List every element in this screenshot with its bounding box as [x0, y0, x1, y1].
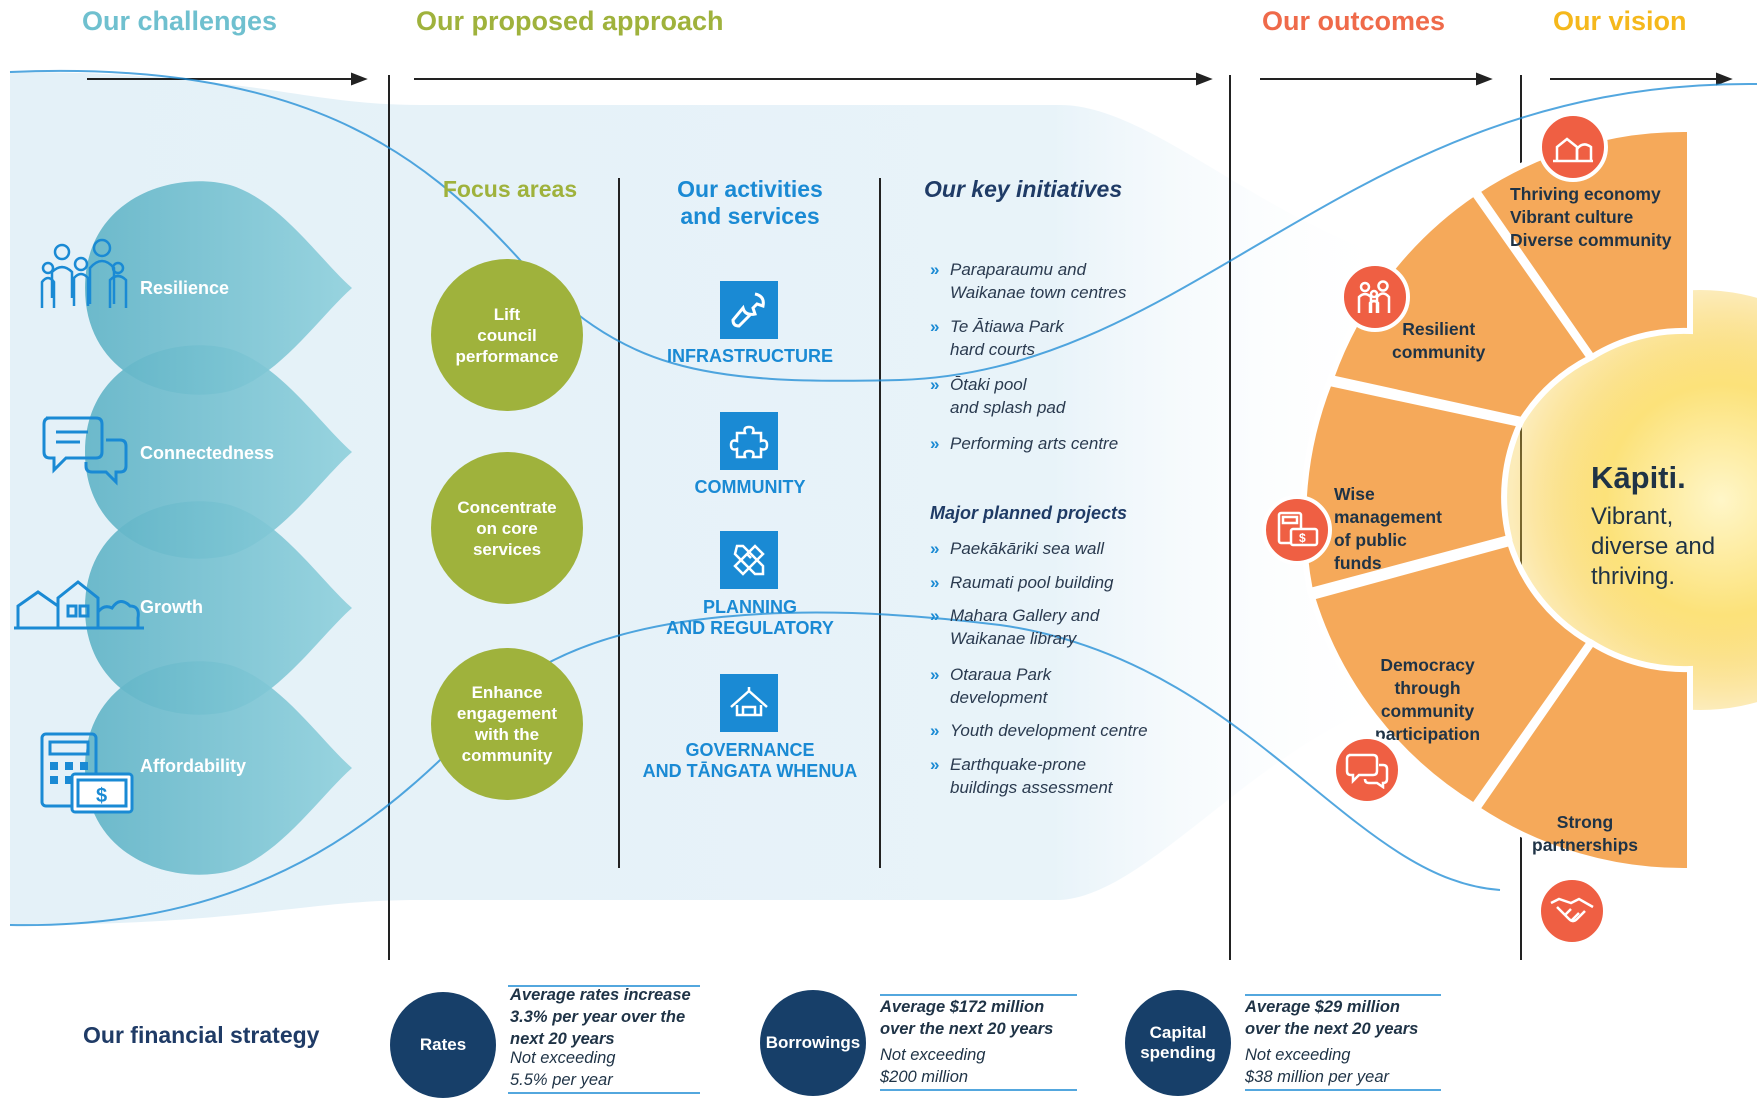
project-text: Earthquake-prone buildings assessment [950, 755, 1113, 797]
rates-badge: Rates [390, 992, 496, 1098]
project-text: Paekākāriki sea wall [950, 539, 1105, 558]
capital-spending-limit: Not exceeding $38 million per year [1245, 1046, 1389, 1086]
vision-title: Kāpiti. [1591, 460, 1686, 495]
header-approach: Our proposed approach [416, 6, 724, 36]
svg-text:$: $ [1299, 531, 1306, 545]
rates-limit: Not exceeding 5.5% per year [510, 1049, 616, 1089]
activity-label-governance: GOVERNANCE AND TĀNGATA WHENUA [642, 740, 858, 781]
financial-strategy-title: Our financial strategy [83, 1022, 320, 1048]
challenge-label-affordability: Affordability [140, 756, 246, 776]
activity-label-infrastructure: INFRASTRUCTURE [667, 346, 833, 366]
wrench-icon [720, 281, 778, 339]
initiative-text: Paraparaumu and Waikanae town centres [950, 260, 1127, 302]
project-text: Mahara Gallery and Waikanae library [950, 606, 1100, 648]
vision-sun [1490, 290, 1757, 710]
header-outcomes: Our outcomes [1262, 6, 1446, 36]
focus-areas-title: Focus areas [442, 176, 578, 202]
initiative-text: Performing arts centre [950, 434, 1119, 453]
focus-area-core-services: Concentrate on core services [431, 452, 583, 604]
header-vision: Our vision [1553, 6, 1687, 36]
handshake-icon [1537, 876, 1607, 946]
houses-icon [12, 576, 146, 632]
speech-bubbles-icon [40, 410, 130, 486]
activities-title: Our activities and services [677, 176, 823, 229]
family-icon [40, 238, 130, 310]
focus-area-label: Lift council performance [455, 304, 559, 366]
activity-label-planning: PLANNING AND REGULATORY [666, 597, 834, 638]
capital-spending-label: Capital spending [1140, 1023, 1216, 1062]
calculator-money-icon: $ [1262, 495, 1332, 565]
outcome-label-partnerships: Strong partnerships [1532, 812, 1638, 855]
major-projects-title: Major planned projects [930, 503, 1128, 523]
rates-label: Rates [419, 1035, 467, 1054]
financial-rules [508, 985, 1441, 1094]
svg-text:$: $ [96, 785, 107, 807]
initiative-text: Ōtaki pool and splash pad [950, 375, 1066, 417]
vision-text: Vibrant, diverse and thriving. [1591, 503, 1716, 590]
outcome-label-democracy: Democracy through community participatio… [1375, 655, 1481, 744]
borrowings-badge: Borrowings [760, 990, 866, 1096]
initiative-text: Te Ātiawa Park hard courts [950, 317, 1064, 359]
header-challenges: Our challenges [82, 6, 278, 36]
flow-lines [9, 70, 1757, 927]
activity-label-community: COMMUNITY [694, 477, 806, 497]
borrowings-label: Borrowings [765, 1033, 861, 1052]
marae-icon [720, 674, 778, 732]
focus-area-label: Concentrate on core services [457, 497, 557, 559]
ruler-pencil-icon [720, 531, 778, 589]
outcome-label-wise-management: Wise management of public funds [1334, 484, 1442, 573]
funnel-band [10, 72, 1400, 925]
capital-spending-badge: Capital spending [1125, 990, 1231, 1096]
project-text: Raumati pool building [950, 573, 1114, 592]
challenge-label-connectedness: Connectedness [140, 443, 275, 463]
speech-bubbles-icon [1332, 735, 1402, 805]
calculator-money-icon: $ [38, 730, 136, 816]
initiatives-title: Our key initiatives [924, 176, 1123, 202]
focus-area-engagement: Enhance engagement with the community [431, 648, 583, 800]
challenge-label-resilience: Resilience [140, 278, 230, 298]
capital-spending-headline: Average $29 million over the next 20 yea… [1245, 998, 1419, 1038]
outcome-label-thriving: Thriving economy Vibrant culture Diverse… [1510, 184, 1672, 250]
focus-area-label: Enhance engagement with the community [456, 683, 558, 765]
project-text: Youth development centre [950, 721, 1148, 740]
focus-area-lift-performance: Lift council performance [431, 259, 583, 411]
challenge-label-growth: Growth [140, 597, 203, 617]
challenge-leaves [85, 181, 352, 875]
puzzle-icon [720, 412, 778, 470]
borrowings-headline: Average $172 million over the next 20 ye… [880, 998, 1054, 1038]
project-text: Otaraua Park development [950, 665, 1052, 707]
header-arrows [87, 72, 1733, 86]
town-icon [1538, 112, 1608, 182]
borrowings-limit: Not exceeding $200 million [880, 1046, 986, 1086]
family-icon [1340, 262, 1410, 332]
rates-headline: Average rates increase 3.3% per year ove… [510, 986, 691, 1048]
outcome-label-resilient: Resilient community [1392, 319, 1486, 362]
